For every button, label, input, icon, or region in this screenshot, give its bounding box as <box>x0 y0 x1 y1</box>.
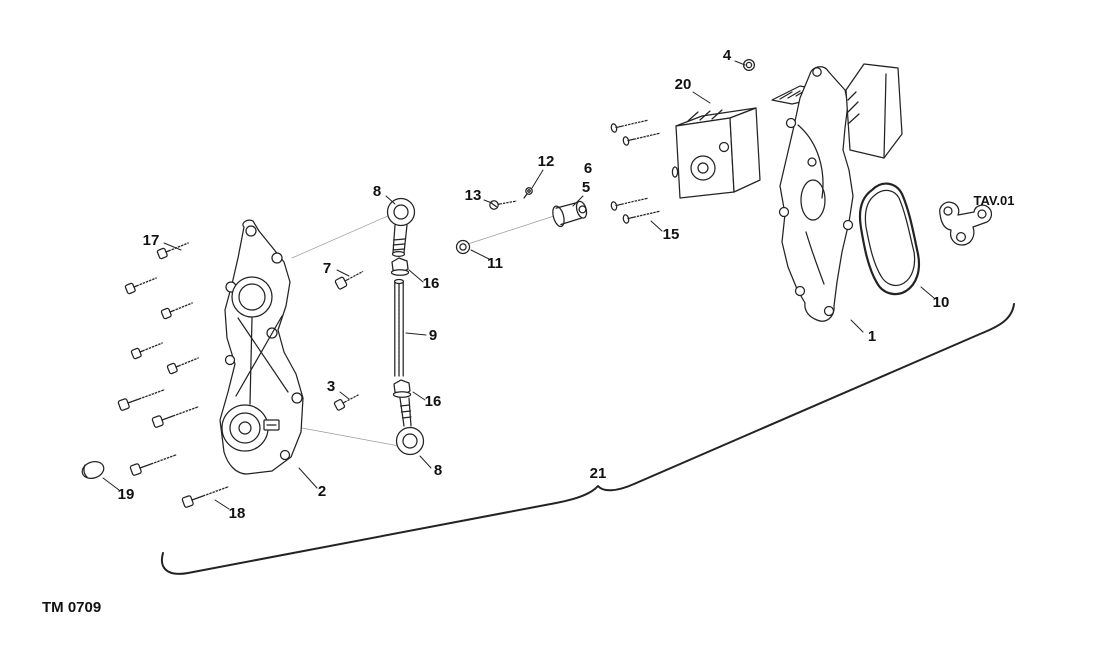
callout-7: 7 <box>323 260 331 277</box>
screw-15 <box>622 210 660 224</box>
callout-11: 11 <box>487 255 503 272</box>
callout-13: 13 <box>465 187 482 204</box>
threaded-rod-9 <box>393 278 405 377</box>
screw-small <box>130 342 163 360</box>
plug-19 <box>81 461 105 479</box>
screw-13 <box>489 200 517 210</box>
callout-20: 20 <box>675 76 692 93</box>
screw-17 <box>156 242 189 260</box>
screw-small <box>124 277 157 295</box>
rod-end-8-bottom <box>395 397 425 456</box>
callout-1: 1 <box>868 328 876 345</box>
gasket-10 <box>858 182 921 296</box>
rod-end-8-top <box>386 197 416 258</box>
washer-11 <box>455 239 471 255</box>
callout-2: 2 <box>318 483 326 500</box>
callout-17: 17 <box>143 232 160 249</box>
pin-12 <box>523 187 533 199</box>
screw-15 <box>622 132 660 146</box>
part-cover-plate-2 <box>219 219 304 475</box>
document-code: TM 0709 <box>42 599 101 616</box>
callout-9: 9 <box>429 327 437 344</box>
callout-5: 5 <box>582 179 590 196</box>
bushing-5-6 <box>552 200 588 228</box>
washer-4 <box>742 58 756 72</box>
bolt-long <box>117 389 165 411</box>
callout-8-bottom: 8 <box>434 462 442 479</box>
screw-small <box>166 357 199 375</box>
bolt-7 <box>334 270 364 290</box>
callout-16-bottom: 16 <box>425 393 442 410</box>
bolt-18 <box>181 486 229 508</box>
callout-18: 18 <box>229 505 246 522</box>
callout-21: 21 <box>590 465 607 482</box>
nut-16-top <box>390 257 410 276</box>
leader-lines <box>102 60 935 510</box>
part-cover-plate-1 <box>778 63 903 322</box>
callout-6: 6 <box>584 160 592 177</box>
callout-19: 19 <box>118 486 135 503</box>
callout-12: 12 <box>538 153 555 170</box>
callout-16-top: 16 <box>423 275 440 292</box>
callout-4: 4 <box>723 47 732 64</box>
callout-8-top: 8 <box>373 183 381 200</box>
screw-small <box>160 302 193 320</box>
screw-15 <box>610 197 648 211</box>
callout-3: 3 <box>327 378 335 395</box>
callout-10: 10 <box>933 294 950 311</box>
screw-15 <box>610 119 648 133</box>
assembly-axis-lines <box>291 214 555 447</box>
bracket-tav01 <box>939 201 993 246</box>
assembly-brace-21 <box>161 303 1015 575</box>
callout-labels: 17 7 8 13 12 6 5 11 16 9 3 16 8 2 19 18 … <box>118 47 1015 522</box>
callout-15: 15 <box>663 226 680 243</box>
bolt-long <box>129 454 177 476</box>
bolt-long <box>151 406 199 428</box>
nut-16-bottom <box>392 379 412 398</box>
actuator-20 <box>671 107 761 199</box>
table-reference: TAV.01 <box>974 193 1015 208</box>
bolt-3 <box>333 394 359 411</box>
